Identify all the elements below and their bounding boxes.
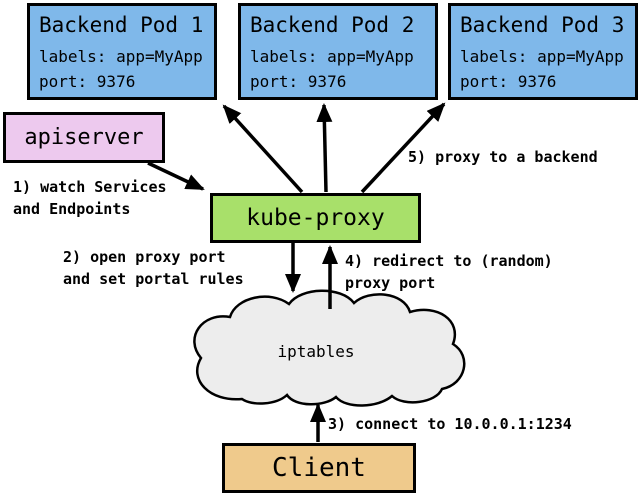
backend-pod-3-labels: labels: app=MyApp [460, 47, 624, 66]
backend-pod-1-port: port: 9376 [39, 72, 136, 91]
annotation-step2: 2) open proxy port and set portal rules [63, 248, 244, 288]
kube-proxy-box: kube-proxy [210, 193, 421, 243]
client-box: Client [222, 443, 416, 493]
backend-pod-2-box: Backend Pod 2 labels: app=MyApp port: 93… [238, 3, 438, 100]
backend-pod-3-title: Backend Pod 3 [460, 13, 625, 37]
backend-pod-2-port: port: 9376 [250, 72, 347, 91]
backend-pod-2-title: Backend Pod 2 [250, 13, 415, 37]
arrow-step5-kubeproxy-to-pod2 [316, 103, 333, 193]
backend-pod-1-title: Backend Pod 1 [39, 13, 204, 37]
iptables-label: iptables [277, 342, 355, 361]
arrow-step5-kubeproxy-to-pod1 [222, 104, 304, 194]
backend-pod-3-box: Backend Pod 3 labels: app=MyApp port: 93… [448, 3, 638, 100]
annotation-step4: 4) redirect to (random) proxy port [345, 252, 553, 292]
arrow-step5-kubeproxy-to-pod3 [360, 102, 446, 194]
iptables-cloud [193, 289, 466, 407]
annotation-step1: 1) watch Services and Endpoints [13, 178, 167, 218]
arrow-step1-apiserver-to-kubeproxy [147, 161, 205, 191]
backend-pod-1-labels: labels: app=MyApp [39, 47, 203, 66]
backend-pod-3-port: port: 9376 [460, 72, 557, 91]
backend-pod-1-box: Backend Pod 1 labels: app=MyApp port: 93… [27, 3, 217, 100]
apiserver-box: apiserver [3, 112, 165, 163]
backend-pod-2-labels: labels: app=MyApp [250, 47, 414, 66]
annotation-step5: 5) proxy to a backend [408, 148, 598, 166]
annotation-step3: 3) connect to 10.0.0.1:1234 [328, 415, 572, 433]
